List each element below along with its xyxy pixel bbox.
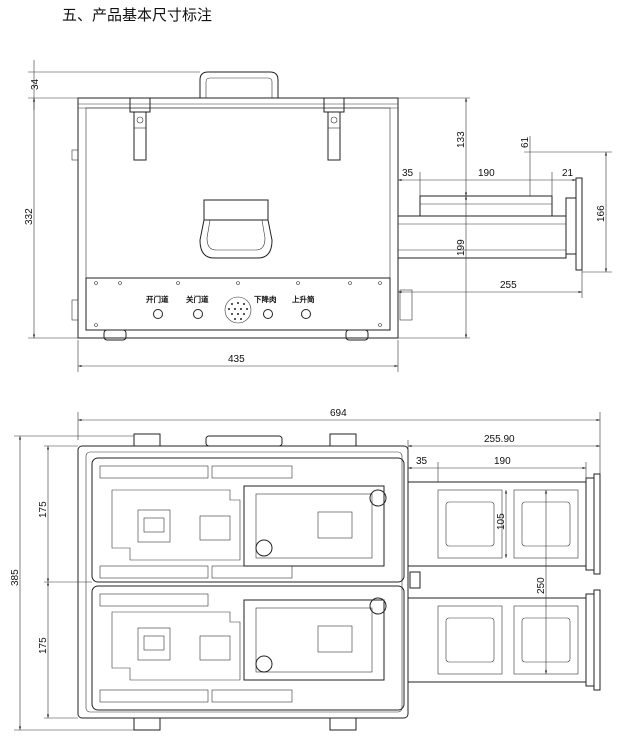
button-label-up: 上升简	[292, 294, 315, 304]
dim-lower-half: 175	[38, 637, 49, 654]
side-connector-icon	[399, 289, 413, 321]
button-label-close: 关门道	[186, 294, 209, 304]
down-button	[263, 309, 273, 319]
dim-drawer-top: 133	[456, 131, 467, 148]
lower-tray	[243, 599, 385, 681]
top-view: 694 255.90 35 190 105 250 385	[10, 408, 601, 731]
dim-handle-height: 34	[30, 78, 41, 90]
upper-drawer-extension	[407, 473, 601, 575]
front-view: 开门道 关门道 下降肉 上升简	[24, 60, 612, 372]
button-label-open: 开门道	[146, 294, 169, 304]
dim-top-drawer-offset: 35	[416, 456, 428, 467]
dim-extension: 255	[500, 280, 517, 291]
open-door-button	[153, 309, 163, 319]
dim-drawer-bottom: 199	[456, 239, 467, 256]
lower-compartment	[91, 585, 405, 711]
dim-drawer-span: 250	[536, 577, 547, 594]
dim-overall-depth: 385	[10, 569, 21, 586]
lower-drawer-extension	[407, 589, 601, 691]
dim-drawer-depth: 35	[402, 168, 414, 179]
dim-top-drawer-inner: 190	[494, 456, 511, 467]
dim-drawer-inner: 190	[478, 168, 495, 179]
upper-knob-icon	[255, 539, 273, 557]
upper-compartment	[91, 457, 405, 583]
dim-body-height: 332	[24, 208, 35, 225]
front-handle-icon	[199, 199, 273, 259]
dim-top-extension: 255.90	[484, 434, 515, 445]
control-panel	[85, 277, 391, 331]
dim-drawer-small: 61	[520, 136, 531, 148]
section-heading: 五、产品基本尺寸标注	[62, 6, 213, 24]
dim-upper-half: 175	[38, 501, 49, 518]
right-latch-icon	[323, 97, 345, 161]
left-latch-icon	[129, 97, 151, 161]
top-dimensions: 694 255.90 35 190 105 250 385	[10, 408, 601, 731]
up-button	[301, 309, 311, 319]
top-handle	[199, 71, 279, 98]
dim-drawer-end: 21	[562, 168, 574, 179]
close-door-button	[193, 309, 203, 319]
dim-body-width: 435	[228, 354, 245, 365]
front-dimensions: 34 332 435 133 199 35 190 21	[24, 60, 612, 372]
upper-tray	[243, 485, 385, 567]
dim-total-length: 694	[330, 408, 347, 419]
dim-drawer-face: 166	[596, 205, 607, 222]
button-label-down: 下降肉	[254, 294, 277, 304]
dim-tray-height: 105	[496, 513, 507, 530]
center-connector-icon	[409, 571, 421, 589]
speaker-grill-icon	[224, 296, 252, 324]
drawer-extension	[397, 177, 583, 321]
